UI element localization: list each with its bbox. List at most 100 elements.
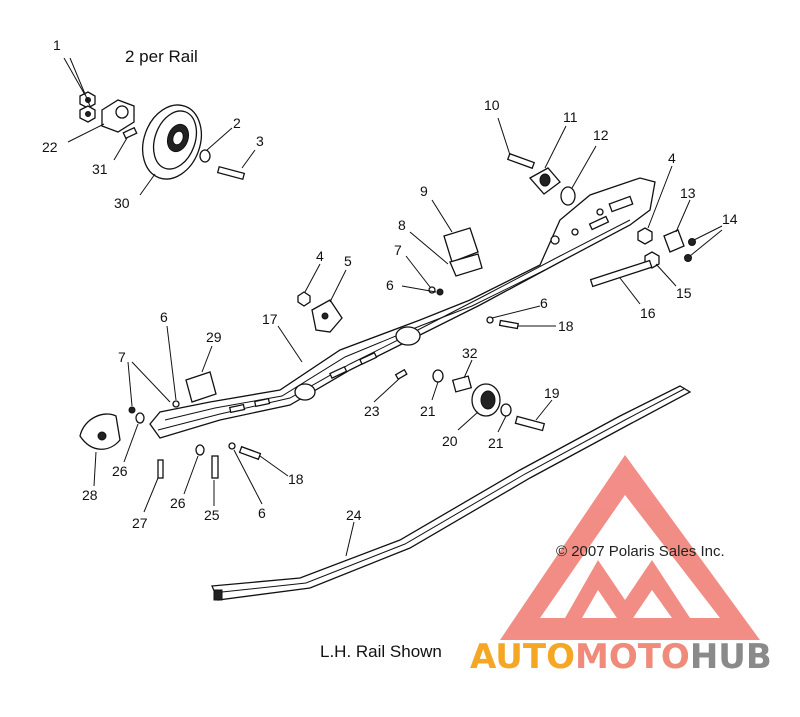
leader-31: [113, 137, 128, 161]
front-bracket-hole: [321, 312, 329, 320]
rail-slot-3: [329, 365, 348, 379]
leader-7b-2: [131, 361, 171, 403]
watermark-logo: [500, 455, 760, 640]
leader-1b: [69, 57, 91, 107]
slide-rail: [149, 177, 656, 439]
callout-20: 20: [442, 433, 458, 449]
bushing-12: [560, 186, 576, 206]
callout-21a: 21: [420, 403, 436, 419]
callout-26b: 26: [170, 495, 186, 511]
rail-upper-edge: [164, 269, 546, 421]
leader-12: [571, 145, 597, 189]
leader-27: [143, 477, 159, 513]
leader-7a: [405, 255, 431, 288]
callout-6c: 6: [160, 309, 168, 325]
rail-shown-caption: L.H. Rail Shown: [320, 642, 442, 661]
callout-2: 2: [233, 115, 241, 131]
callout-18a: 18: [558, 318, 574, 334]
callout-6a: 6: [386, 277, 394, 293]
callout-28: 28: [82, 487, 98, 503]
leader-5: [329, 269, 347, 303]
callout-19: 19: [544, 385, 560, 401]
leader-10: [497, 117, 511, 156]
bolt-18a: [498, 319, 519, 330]
rail-slot-6: [588, 215, 610, 231]
washer-6d: [228, 442, 236, 450]
callout-7b: 7: [118, 349, 126, 365]
leader-lines: [93, 117, 723, 557]
leader-6d: [233, 449, 263, 505]
watermark-inner-peak-icon: [565, 560, 690, 630]
screw-14b: [684, 254, 692, 262]
rail-slot-1: [253, 397, 271, 408]
rail-slot-2: [228, 403, 246, 414]
leader-30: [139, 173, 156, 196]
rail-hole-2: [571, 228, 579, 236]
wheel-assembly: [63, 57, 256, 196]
callout-16: 16: [640, 305, 656, 321]
washer-21b: [500, 403, 512, 417]
cap-28-hole: [97, 431, 107, 441]
leader-9: [431, 199, 453, 233]
rear-clip-13: [663, 229, 685, 253]
leader-4a: [304, 263, 321, 293]
rail-body: [149, 177, 656, 439]
washer-6a: [436, 288, 444, 296]
callout-9: 9: [420, 183, 428, 199]
bolt-27: [157, 459, 164, 479]
bolt-23: [394, 368, 408, 380]
watermark-moto: MOTO: [575, 637, 690, 677]
rail-hole-1: [550, 235, 560, 245]
callout-32: 32: [462, 345, 478, 361]
rail-slot-5: [608, 195, 634, 213]
callout-29: 29: [206, 329, 222, 345]
wear-strip-24: [211, 385, 692, 601]
leader-28: [93, 451, 97, 487]
bumper-block: [443, 227, 479, 263]
per-rail-caption: 2 per Rail: [125, 47, 198, 66]
callout-6d: 6: [258, 505, 266, 521]
watermark-wordmark: AUTOMOTOHUB: [470, 637, 772, 677]
callout-1: 1: [53, 37, 61, 53]
leader-8: [409, 231, 449, 265]
leader-15: [655, 263, 677, 287]
copyright-text: © 2007 Polaris Sales Inc.: [556, 543, 725, 560]
callout-17: 17: [262, 311, 278, 327]
callout-25: 25: [204, 507, 220, 523]
leader-13: [675, 199, 691, 233]
leader-1a: [63, 57, 86, 96]
bolt-18b: [238, 445, 262, 461]
rail-hole-3: [596, 208, 604, 216]
leader-6a: [401, 285, 437, 293]
wheel-bracket-bore: [115, 105, 129, 119]
rail-spacer-mid: [395, 326, 421, 346]
leader-18b: [259, 455, 289, 477]
rear-axle-bolt-16: [589, 259, 653, 288]
leader-16: [619, 277, 641, 305]
nut-4b: [637, 227, 653, 245]
wheel-washer: [199, 149, 211, 163]
callout-4a: 4: [316, 248, 324, 264]
rail-slot-4: [359, 351, 378, 365]
leader-26b: [183, 455, 199, 495]
callout-23: 23: [364, 403, 380, 419]
leader-4b: [647, 165, 673, 229]
callout-22: 22: [42, 139, 58, 155]
washer-26b: [195, 444, 205, 456]
leader-19: [535, 399, 553, 421]
leader-29: [201, 345, 213, 373]
leader-11: [544, 125, 567, 169]
washer-6b: [486, 316, 494, 324]
bolt-19: [514, 415, 546, 432]
leader-32: [463, 359, 473, 379]
leader-14a: [693, 225, 723, 241]
leader-21a: [431, 381, 439, 401]
spacer-32: [451, 375, 473, 393]
wear-strip-24-notch: [213, 589, 223, 601]
callout-14: 14: [722, 211, 738, 227]
rail-tip-cap-28: [79, 413, 121, 450]
callout-21b: 21: [488, 435, 504, 451]
leader-2: [206, 127, 233, 151]
watermark-hub: HUB: [690, 637, 772, 677]
leader-7b-1: [127, 361, 133, 407]
